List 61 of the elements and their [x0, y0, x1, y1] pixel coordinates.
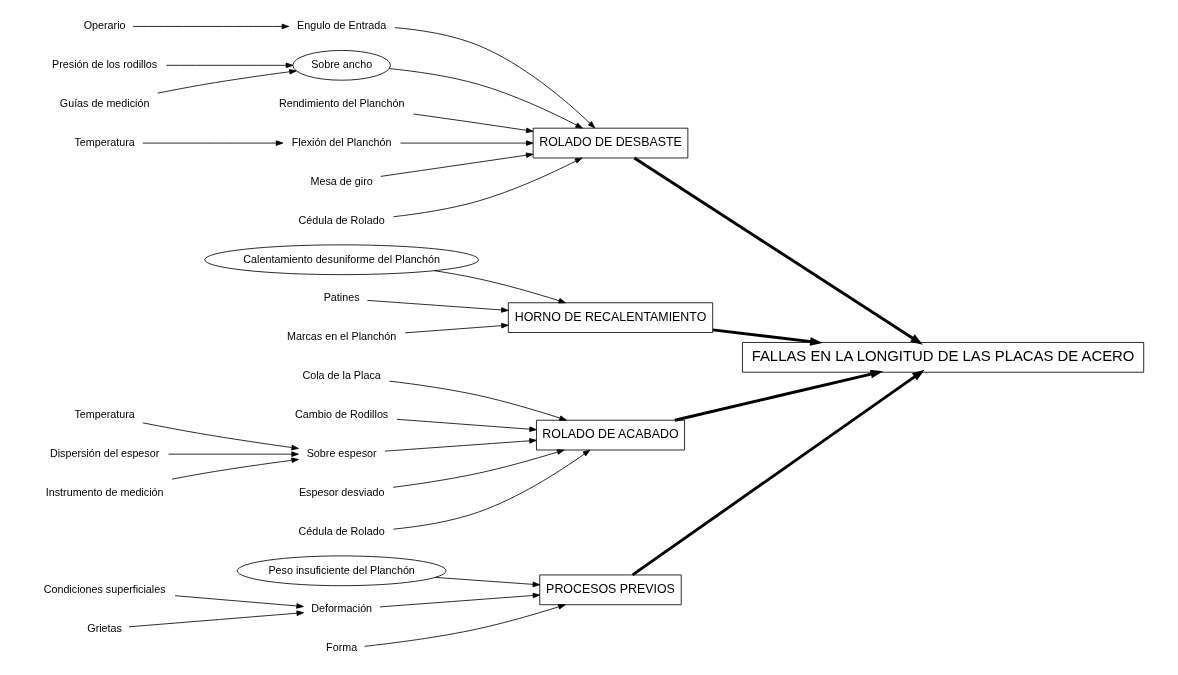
node-text: Forma	[326, 641, 358, 654]
arrow	[413, 113, 534, 134]
arrow	[128, 610, 304, 628]
node-text: Marcas en el Planchón	[286, 330, 397, 343]
arrow	[392, 449, 565, 488]
node-box: ROLADO DE ACABADO	[536, 419, 685, 451]
node-box: HORNO DE RECALENTAMIENTO	[507, 302, 714, 333]
arrow	[142, 140, 284, 146]
node-text: Temperatura	[74, 135, 135, 148]
arrow	[388, 380, 567, 421]
arrow	[393, 157, 583, 218]
arrow	[379, 592, 541, 608]
node-text: Flexión del Planchón	[291, 135, 392, 148]
node-text: Operario	[83, 19, 126, 32]
arrow	[404, 322, 509, 334]
node-text: Engulo de Entrada	[297, 19, 387, 32]
node-text: Cédula de Rolado	[298, 213, 385, 226]
arrow	[435, 577, 541, 588]
arrow	[366, 299, 509, 313]
node-text: Deformación	[311, 602, 373, 615]
node-text: Sobre espesor	[306, 446, 377, 459]
node-text: Cola de la Placa	[302, 369, 381, 382]
arrow	[364, 604, 566, 647]
arrow	[396, 418, 537, 432]
arrow	[165, 62, 294, 69]
arrow	[174, 595, 304, 609]
arrow	[712, 328, 823, 346]
arrow	[388, 68, 583, 129]
node-text: Guías de medición	[59, 97, 150, 110]
arrow	[132, 23, 290, 30]
node-box: PROCESOS PREVIOS	[539, 574, 682, 606]
node-box: FALLAS EN LA LONGITUD DE LAS PLACAS DE ACERO	[742, 342, 1145, 373]
node-text: Grietas	[87, 621, 122, 634]
node-text: Condiciones superficiales	[43, 582, 166, 595]
node-ellipse: Calentamiento desuniforme del Planchón	[204, 244, 479, 276]
arrow	[633, 156, 923, 345]
node-text: Cédula de Rolado	[298, 524, 385, 537]
arrow	[394, 27, 596, 129]
arrow	[434, 270, 566, 304]
node-text: Dispersión del espesor	[49, 446, 160, 459]
arrow	[142, 422, 299, 451]
arrow	[631, 369, 925, 577]
arrow	[384, 438, 537, 452]
node-text: Presión de los rodillos	[52, 58, 158, 71]
node-text: Espesor desviado	[298, 485, 385, 498]
node-text: Cambio de Rodillos	[295, 408, 389, 421]
node-text: Patines	[323, 291, 360, 304]
arrow	[380, 152, 534, 177]
arrow	[171, 457, 299, 480]
arrow	[392, 449, 591, 530]
node-ellipse: Peso insuficiente del Planchón	[236, 555, 447, 587]
arrow	[168, 451, 299, 457]
node-text: Rendimiento del Planchón	[278, 97, 405, 110]
node-text: Temperatura	[74, 408, 135, 421]
arrow	[674, 369, 884, 422]
node-ellipse: Sobre ancho	[292, 50, 391, 81]
node-box: ROLADO DE DESBASTE	[532, 127, 689, 159]
node-text: Mesa de giro	[310, 174, 373, 187]
arrow	[400, 140, 534, 146]
arrow	[157, 69, 297, 94]
node-text: Instrumento de medición	[45, 485, 164, 498]
